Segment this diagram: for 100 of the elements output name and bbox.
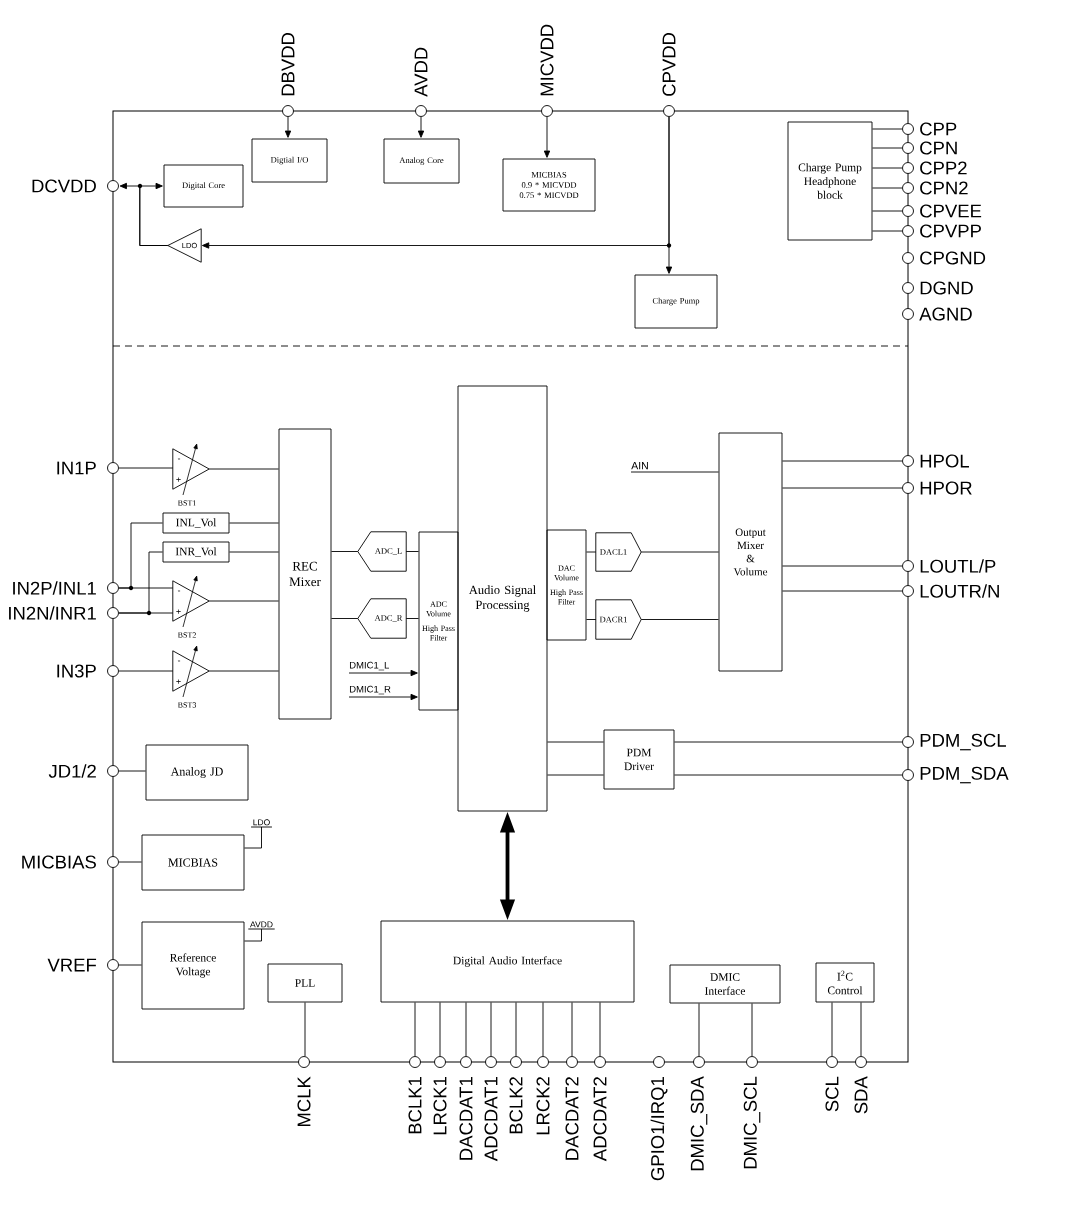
pin-label: IN1P	[57, 461, 96, 475]
pin-label: AVDD	[414, 47, 428, 97]
pin-label: IN2P/INL1	[13, 581, 96, 595]
wire	[414, 1002, 416, 1057]
wire	[208, 600, 279, 602]
pin-label: IN2N/INR1	[9, 606, 96, 620]
block-box: ADC Volume High Pass Filter	[418, 531, 459, 711]
wire	[118, 964, 142, 966]
pin-label: LOUTR/N	[920, 584, 999, 598]
wire	[586, 619, 597, 620]
pentagon-block: ADC_R	[357, 598, 407, 639]
wire	[599, 1002, 601, 1057]
pin-label: HPOL	[920, 454, 969, 468]
pin-label: BCLK2	[509, 1077, 523, 1134]
pin-label: PDM_SCL	[920, 733, 1006, 751]
amplifier-label: BST1	[177, 500, 196, 506]
wire	[674, 741, 903, 743]
wire	[439, 1002, 441, 1057]
arrow	[543, 116, 551, 158]
block-box: MICBIAS	[141, 834, 245, 891]
pin-label: DBVDD	[281, 32, 295, 96]
wire	[515, 1002, 517, 1057]
pentagon-block: DACR1	[595, 599, 642, 640]
amplifier-label: BST3	[177, 702, 196, 708]
wire	[118, 467, 174, 469]
wire	[782, 487, 903, 489]
arrow	[284, 116, 292, 138]
wire	[872, 187, 903, 189]
block-box: INL_Vol	[162, 512, 230, 534]
wire	[208, 670, 279, 672]
wire	[860, 1002, 862, 1057]
pin-label: DGND	[920, 281, 973, 295]
wire	[244, 928, 262, 942]
block-box: Analog JD	[145, 744, 249, 801]
pin-label: CPVEE	[920, 204, 982, 218]
pin-label: DACDAT2	[565, 1077, 579, 1160]
block-box: INR_Vol	[162, 541, 230, 563]
block-box: Digital Audio Interface	[380, 920, 635, 1003]
wire	[118, 861, 142, 863]
pin-label: IN3P	[57, 664, 96, 678]
block-box: DMIC Interface	[669, 964, 781, 1004]
pin-label: DCVDD	[32, 179, 96, 193]
wire	[674, 774, 903, 776]
pin-label: CPVDD	[662, 32, 676, 96]
pin-label: DMIC_SDA	[690, 1076, 708, 1171]
block-box: PLL	[267, 963, 343, 1003]
pin-label: PDM_SDA	[920, 766, 1009, 784]
wire	[229, 551, 279, 553]
pin-label: BCLK1	[408, 1077, 422, 1134]
pin-label: HPOR	[920, 481, 972, 495]
block-box: MICBIAS 0.9 * MICVDD 0.75 * MICVDD	[502, 158, 596, 212]
wire	[630, 471, 719, 473]
pin-label: LOUTL/P	[920, 559, 996, 573]
wire	[490, 1002, 492, 1057]
pin-label: AGND	[919, 307, 972, 321]
arrow	[201, 116, 670, 249]
signal-label: DMIC1_R	[350, 685, 391, 695]
pin-label: JD1/2	[48, 764, 96, 778]
wire	[244, 826, 262, 849]
block-box: Digital Core	[163, 164, 244, 208]
wire	[872, 167, 903, 169]
block-box: DAC Volume High Pass Filter	[546, 529, 587, 641]
supply-label: AVDD	[247, 921, 276, 930]
wire	[405, 551, 419, 552]
pin-label: MICVDD	[540, 24, 554, 96]
arrow	[348, 693, 418, 701]
signal-label: DMIC1_L	[350, 661, 389, 671]
block-box: Digtial I/O	[251, 138, 328, 183]
wire	[782, 590, 903, 592]
wire	[547, 774, 604, 776]
pin-label: VREF	[47, 958, 97, 972]
pin-label: MICBIAS	[22, 855, 96, 869]
pin-label: SCL	[825, 1076, 839, 1112]
block-box: Audio Signal Processing	[457, 385, 548, 812]
wire	[831, 1002, 833, 1057]
block-box: Reference Voltage	[141, 921, 245, 1010]
pin-label: CPN2	[920, 181, 968, 195]
wire	[751, 1003, 753, 1057]
block-box: REC Mixer	[278, 428, 332, 720]
wire	[542, 1002, 544, 1057]
wire	[640, 619, 719, 620]
pin-label: DMIC_SCL	[743, 1076, 761, 1169]
pin-label: GPIO1/IRQ1	[650, 1077, 668, 1181]
wire	[405, 618, 419, 619]
supply-label: LDO	[250, 819, 273, 828]
wire	[872, 210, 903, 212]
wire	[782, 460, 903, 462]
pin-label: CPGND	[920, 251, 986, 265]
wire	[640, 551, 719, 553]
pentagon-block: DACL1	[595, 532, 642, 572]
wire	[698, 1003, 700, 1057]
wire	[782, 565, 903, 567]
pin-label: SDA	[854, 1076, 868, 1114]
block-box: Output Mixer & Volume	[718, 432, 783, 672]
pin-label: CPN	[920, 141, 957, 155]
pin-label: LRCK2	[536, 1077, 550, 1135]
wire	[586, 551, 597, 553]
wire	[304, 1002, 306, 1057]
block-box: I$^{2}$C Control	[815, 962, 875, 1003]
signal-label: AIN	[631, 462, 648, 470]
